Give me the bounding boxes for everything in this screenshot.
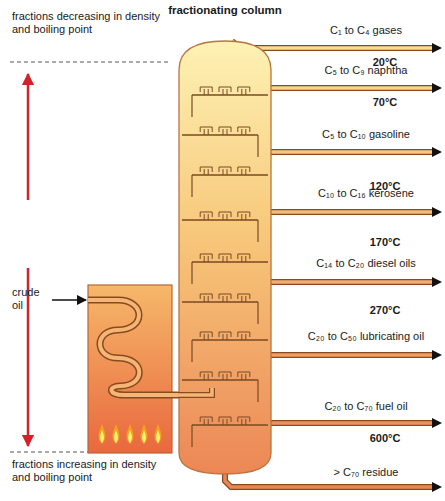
fraction-name: C₂₀ to C₇₀ fuel oil — [291, 400, 441, 413]
fractionating-column: fractionating column — [178, 40, 272, 475]
column-body — [179, 41, 271, 474]
flame-core — [100, 430, 104, 443]
outlet-arrowhead — [432, 418, 442, 428]
outlet-pipe-fill — [232, 41, 432, 48]
outlet-arrowhead — [432, 482, 442, 492]
outlet-pipe-fill — [268, 421, 432, 425]
temperature: 70°C — [355, 96, 415, 109]
outlet-arrowhead — [432, 207, 442, 217]
outlet-pipe — [268, 420, 432, 426]
flame — [99, 424, 106, 444]
outlet-pipe — [268, 352, 432, 358]
fraction-name: C₂₀ to C₅₀ lubricating oil — [291, 330, 441, 343]
outlet-pipe-fill — [268, 86, 432, 90]
flame — [127, 424, 134, 444]
temperature: 170°C — [355, 236, 415, 249]
feed-label: crude oil — [12, 286, 52, 312]
flame — [113, 424, 120, 444]
flame — [141, 424, 148, 444]
fraction-name: C₅ to C₁₀ gasoline — [291, 128, 441, 141]
outlet-arrowhead — [432, 277, 442, 287]
outlet-pipe — [268, 85, 432, 91]
outlet-pipe — [268, 209, 432, 215]
flame-core — [114, 430, 118, 443]
feed-pipe — [178, 388, 212, 395]
outlet-pipe — [268, 279, 432, 285]
fraction-name: C₁₀ to C₁₆ kerosene — [291, 187, 441, 200]
flame-core — [156, 430, 160, 443]
side-note: fractions increasing in density and boil… — [12, 458, 162, 484]
outlet-pipe-fill — [268, 280, 432, 284]
outlet-arrowhead — [432, 350, 442, 360]
furnace — [88, 285, 180, 453]
outlet-pipe-fill — [225, 468, 432, 487]
column-heading: fractionating column — [158, 4, 292, 17]
outlet-arrowhead — [432, 147, 442, 157]
outlet-pipe-fill — [268, 150, 432, 154]
outlet-pipe-fill — [268, 353, 432, 357]
flame-core — [128, 430, 132, 443]
fraction-name: C₁ to C₄ gases — [291, 24, 441, 37]
flame — [155, 424, 162, 444]
crude-arrow — [52, 300, 86, 301]
outlet-pipe-fill — [268, 210, 432, 214]
outlet-arrowhead — [432, 43, 442, 53]
outlet-pipe — [268, 149, 432, 155]
flame-core — [142, 430, 146, 443]
outlet-pipe — [232, 41, 432, 48]
side-note: fractions decreasing in density and boil… — [12, 10, 162, 36]
column-shape — [178, 40, 272, 475]
bubble-trays — [182, 87, 268, 447]
burner-flames — [99, 424, 162, 444]
temperature: 270°C — [355, 304, 415, 317]
fraction-name: C₅ to C₉ naphtha — [291, 64, 441, 77]
feed-pipe-fill — [178, 388, 212, 395]
trend-arrow — [28, 74, 29, 446]
outlet-arrowhead — [432, 83, 442, 93]
temperature: 600°C — [355, 432, 415, 445]
fraction-name: C₁₄ to C₂₀ diesel oils — [291, 257, 441, 270]
outlet-pipe — [225, 468, 432, 487]
fraction-name: > C₇₀ residue — [291, 466, 441, 479]
